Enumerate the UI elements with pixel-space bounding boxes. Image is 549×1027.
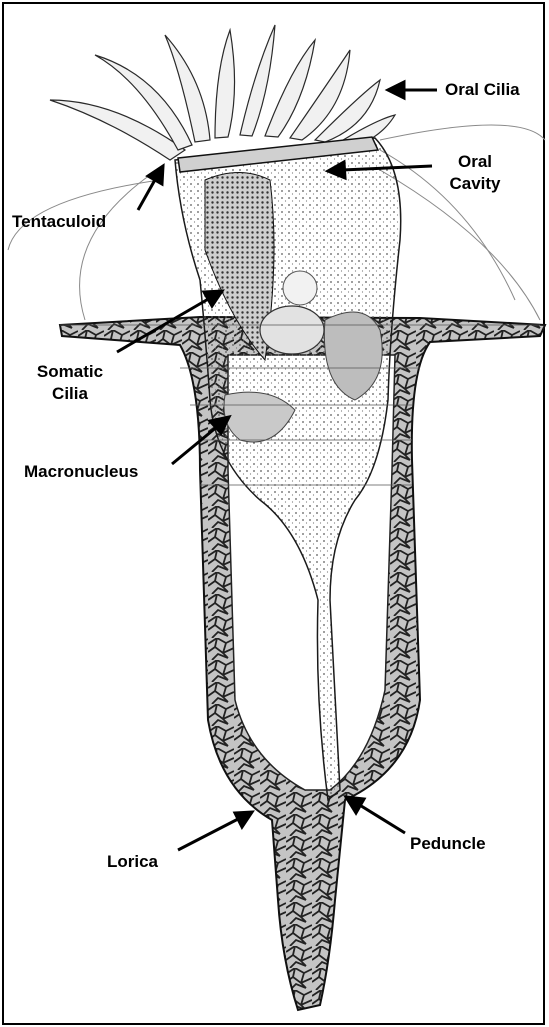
label-peduncle: Peduncle: [410, 834, 486, 854]
label-somatic-cilia-line2: Cilia: [30, 384, 110, 404]
oral-cilia-arrow: [388, 82, 437, 98]
label-somatic-cilia-line1: Somatic: [30, 362, 110, 382]
lorica-arrow: [178, 812, 252, 850]
label-macronucleus: Macronucleus: [24, 462, 138, 482]
label-tentaculoid: Tentaculoid: [12, 212, 106, 232]
label-oral-cavity-line2: Cavity: [440, 174, 510, 194]
tentaculoid-arrow: [138, 166, 163, 210]
label-oral-cavity-line1: Oral: [440, 152, 510, 172]
label-lorica: Lorica: [107, 852, 158, 872]
peduncle-arrow: [346, 797, 405, 833]
label-oral-cilia: Oral Cilia: [445, 80, 520, 100]
